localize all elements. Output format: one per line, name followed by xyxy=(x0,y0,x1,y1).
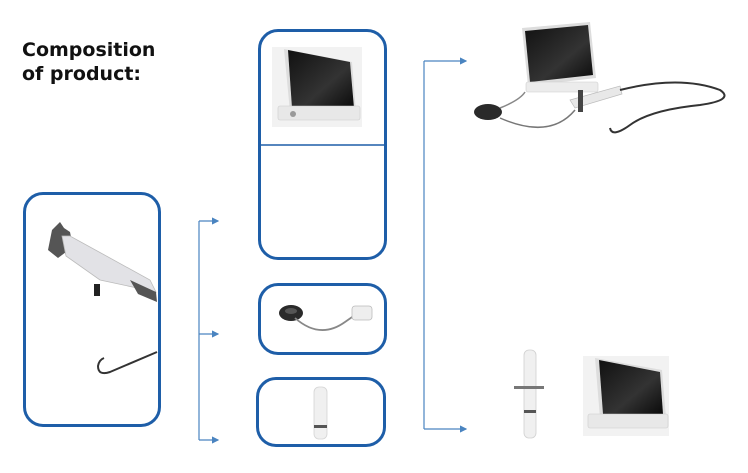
monitor-bottom-icon xyxy=(583,356,669,436)
title-line-1: Composition xyxy=(22,39,156,61)
title-line-2: of product: xyxy=(22,63,142,85)
handle-icon xyxy=(313,386,328,440)
page-title: Composition of product: xyxy=(22,38,155,86)
endoscope-box xyxy=(23,192,161,427)
bracket-arrows-right xyxy=(423,57,468,433)
assembled-system-icon xyxy=(474,22,726,134)
monitor-box xyxy=(258,29,387,260)
handle-with-cable-icon xyxy=(514,349,544,439)
endoscope-icon xyxy=(48,222,158,375)
cable-box xyxy=(258,283,387,355)
cable-icon xyxy=(279,305,373,331)
bracket-arrows-left xyxy=(198,217,220,444)
monitor-icon xyxy=(272,47,362,127)
handle-box xyxy=(256,377,386,447)
